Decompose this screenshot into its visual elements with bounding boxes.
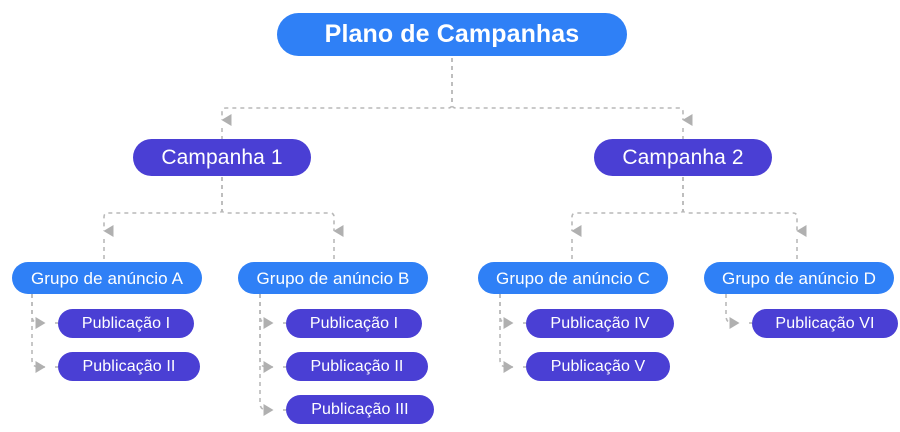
node-label: Publicação I xyxy=(309,314,399,332)
edge-root-to-campanha-2 xyxy=(451,58,693,126)
node-plano-de-campanhas[interactable]: Plano de Campanhas xyxy=(277,13,627,56)
node-label: Publicação II xyxy=(310,357,404,375)
node-label: Publicação II xyxy=(82,357,176,375)
node-label: Publicação V xyxy=(550,357,646,375)
edge-campanha-2-to-grupo-c xyxy=(571,177,684,237)
edge-grupo-a-to-pub-1 xyxy=(31,294,46,329)
node-grupo-de-anuncio-c[interactable]: Grupo de anúncio C xyxy=(478,262,668,294)
node-publicacao-b-3[interactable]: Publicação III xyxy=(286,395,434,424)
node-label: Grupo de anúncio A xyxy=(30,268,184,288)
node-label: Grupo de anúncio B xyxy=(256,268,410,288)
edge-campanha-2-to-grupo-d xyxy=(682,177,807,237)
node-campanha-2[interactable]: Campanha 2 xyxy=(594,139,772,176)
node-grupo-de-anuncio-a[interactable]: Grupo de anúncio A xyxy=(12,262,202,294)
edge-grupo-c-to-pub-4 xyxy=(499,294,514,329)
edge-root-to-campanha-1 xyxy=(221,58,453,126)
node-publicacao-b-2[interactable]: Publicação II xyxy=(286,352,428,381)
edge-grupo-c-to-pub-5 xyxy=(499,294,514,373)
edge-grupo-a-to-pub-2 xyxy=(31,294,46,373)
edge-grupo-b-to-pub-3 xyxy=(259,294,274,416)
node-publicacao-a-1[interactable]: Publicação I xyxy=(58,309,194,338)
node-label: Publicação I xyxy=(81,314,171,332)
node-publicacao-d-1[interactable]: Publicação VI xyxy=(752,309,898,338)
node-label: Grupo de anúncio C xyxy=(496,268,650,288)
node-label: Publicação IV xyxy=(550,314,650,332)
node-label: Grupo de anúncio D xyxy=(722,268,876,288)
node-label: Publicação III xyxy=(311,400,409,418)
node-campanha-1[interactable]: Campanha 1 xyxy=(133,139,311,176)
edge-campanha-1-to-grupo-b xyxy=(221,177,344,237)
node-publicacao-a-2[interactable]: Publicação II xyxy=(58,352,200,381)
edge-grupo-d-to-pub-6 xyxy=(725,294,740,329)
node-label: Publicação VI xyxy=(775,314,875,332)
node-label: Campanha 2 xyxy=(622,146,744,169)
node-publicacao-b-1[interactable]: Publicação I xyxy=(286,309,422,338)
node-publicacao-c-2[interactable]: Publicação V xyxy=(526,352,670,381)
node-label: Campanha 1 xyxy=(161,146,283,169)
edge-grupo-b-to-pub-1 xyxy=(259,294,274,329)
node-grupo-de-anuncio-b[interactable]: Grupo de anúncio B xyxy=(238,262,428,294)
edge-campanha-1-to-grupo-a xyxy=(103,177,223,237)
node-label: Plano de Campanhas xyxy=(324,20,580,48)
node-grupo-de-anuncio-d[interactable]: Grupo de anúncio D xyxy=(704,262,894,294)
edge-grupo-b-to-pub-2 xyxy=(259,294,274,373)
node-publicacao-c-1[interactable]: Publicação IV xyxy=(526,309,674,338)
